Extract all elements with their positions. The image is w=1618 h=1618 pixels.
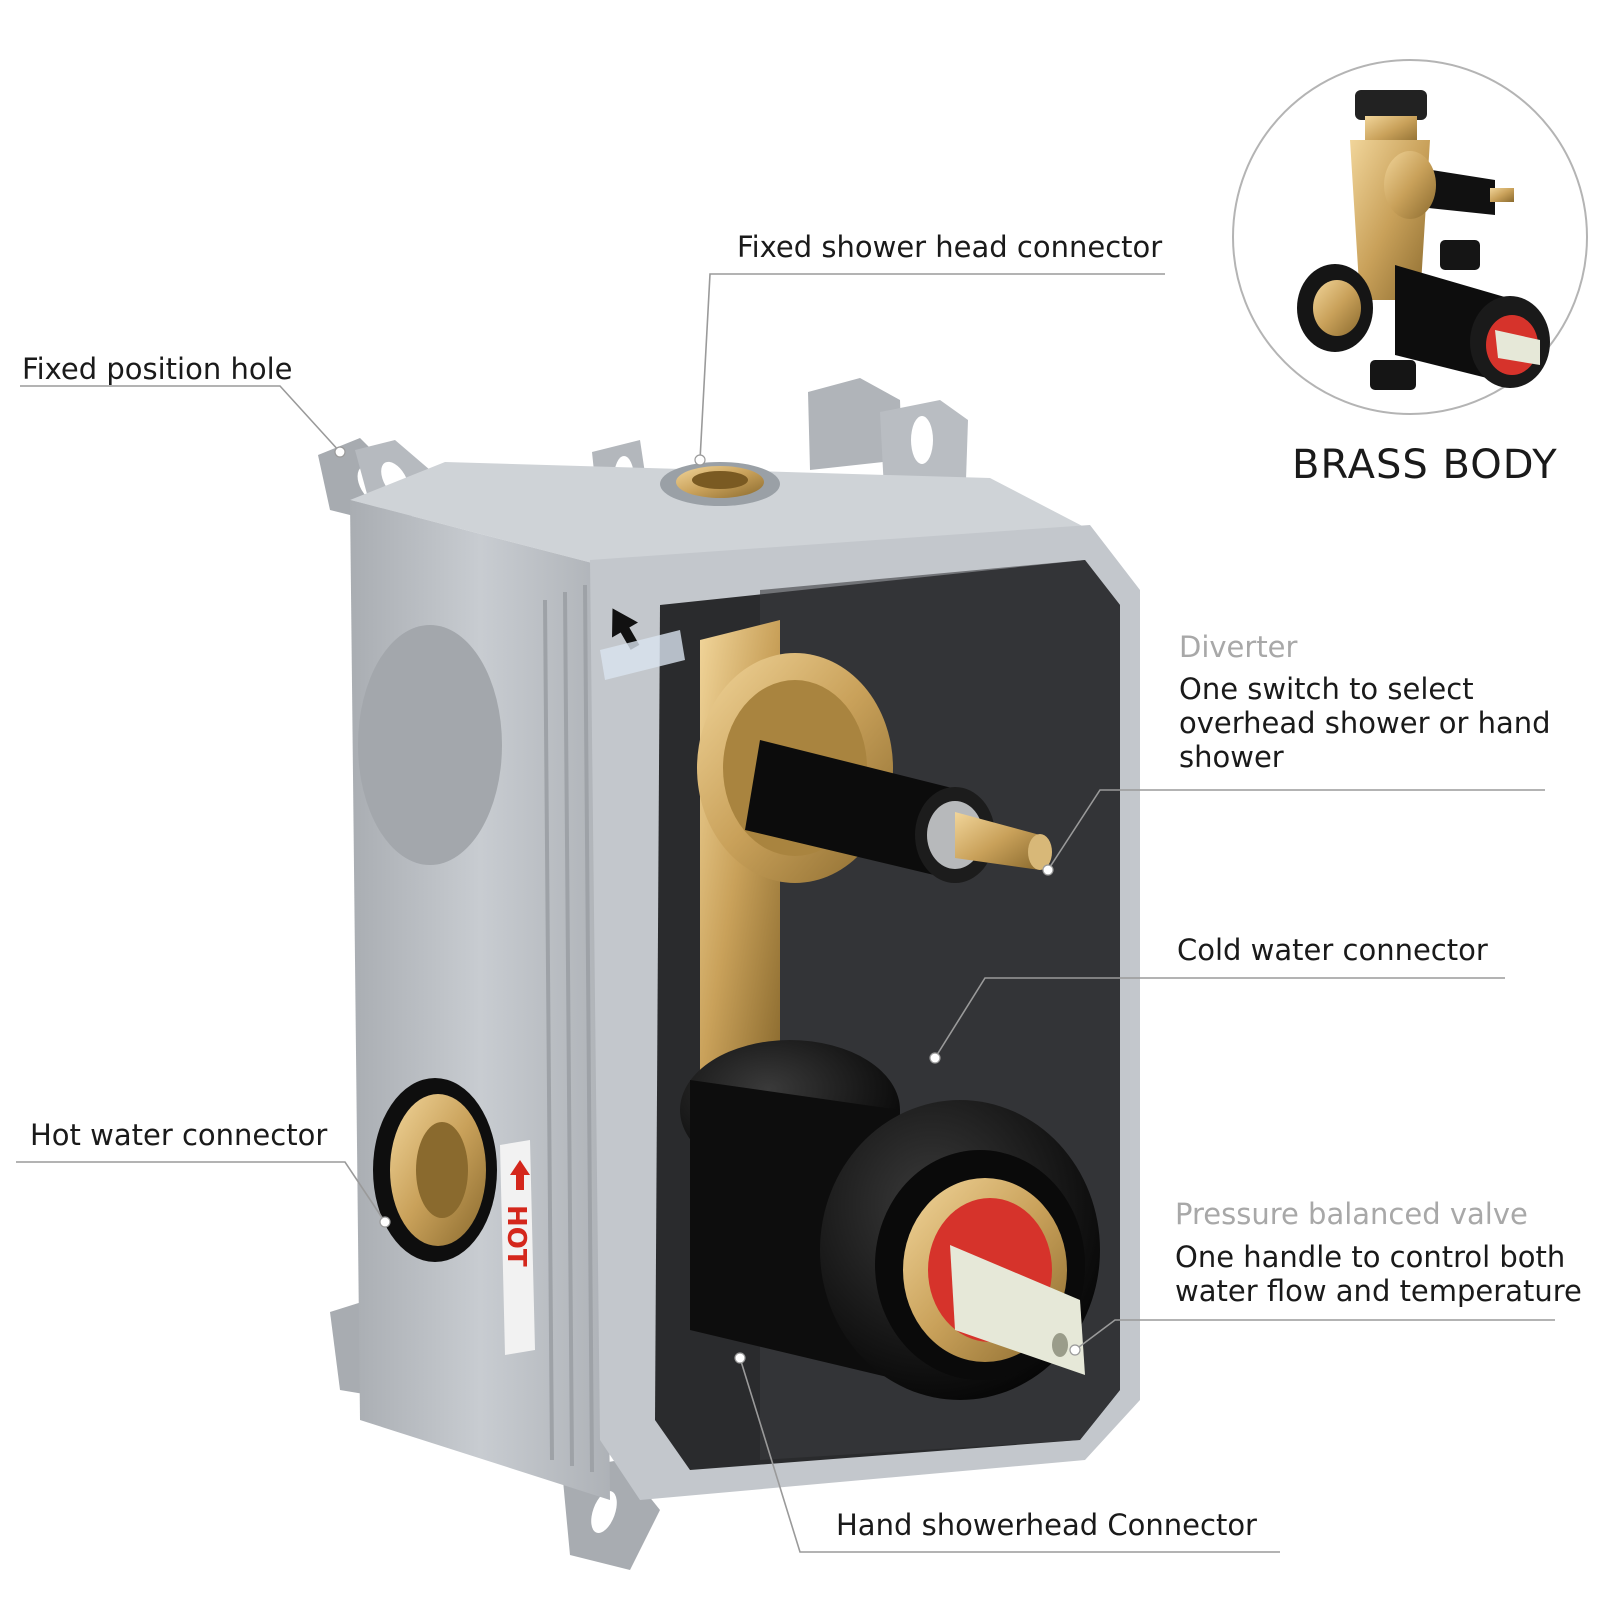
leader-fixed-shower-head bbox=[699, 273, 1165, 461]
box-ribs bbox=[543, 584, 594, 1473]
hot-inlet-fitting bbox=[373, 1078, 497, 1262]
side-plug bbox=[358, 625, 502, 865]
label-fixed-position-hole: Fixed position hole bbox=[22, 352, 293, 386]
label-hot-water: Hot water connector bbox=[30, 1118, 328, 1152]
label-diverter-desc: One switch to select overhead shower or … bbox=[1179, 672, 1551, 774]
leader-hot-water bbox=[16, 1161, 386, 1223]
inset-title: BRASS BODY bbox=[1292, 442, 1558, 488]
pressure-valve-assembly bbox=[680, 1040, 1100, 1400]
label-pressure-desc: One handle to control both water flow an… bbox=[1175, 1240, 1582, 1308]
leader-diverter bbox=[1047, 789, 1545, 871]
leader-pressure-valve bbox=[1074, 1319, 1555, 1351]
leader-dots bbox=[334, 446, 1081, 1364]
leader-lines bbox=[16, 273, 1555, 1553]
label-diverter-title: Diverter bbox=[1179, 630, 1298, 664]
label-pressure-title: Pressure balanced valve bbox=[1175, 1197, 1528, 1231]
leader-cold-water bbox=[934, 977, 1505, 1059]
brass-body-inset bbox=[1232, 59, 1588, 415]
label-fixed-shower-head: Fixed shower head connector bbox=[737, 230, 1163, 264]
diverter-assembly bbox=[697, 653, 1052, 883]
flow-arrow-icon bbox=[612, 608, 640, 650]
leader-hand-showerhead bbox=[739, 1357, 1280, 1553]
mounting-tab-icon bbox=[808, 378, 968, 490]
hot-sticker-text: HOT bbox=[501, 1205, 531, 1267]
top-outlet-fitting bbox=[660, 462, 780, 506]
label-hand-showerhead: Hand showerhead Connector bbox=[836, 1508, 1257, 1542]
hot-sticker: HOT bbox=[500, 1140, 535, 1355]
leader-fixed-position-hole bbox=[20, 385, 341, 453]
label-cold-water: Cold water connector bbox=[1177, 933, 1488, 967]
